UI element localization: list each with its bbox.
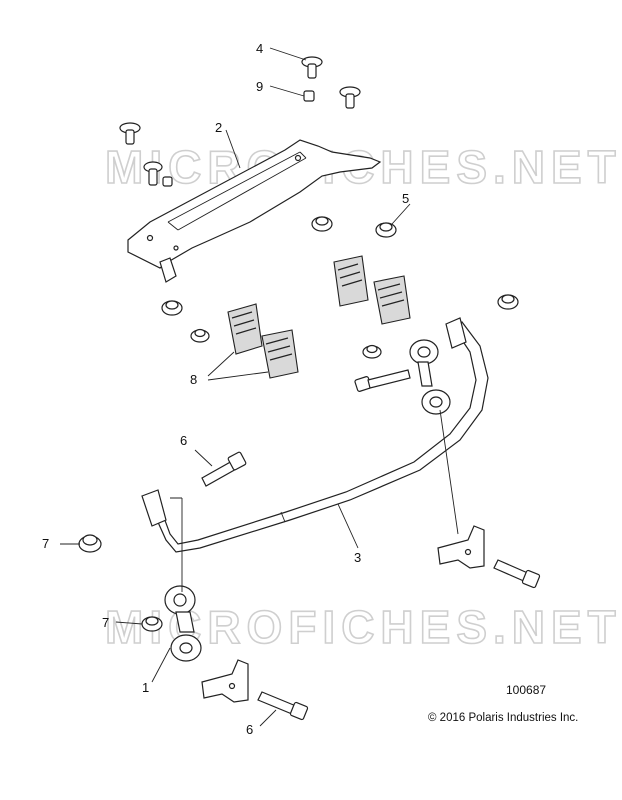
leader-lines <box>60 47 459 727</box>
flange-nut-left <box>161 300 183 316</box>
flange-nut-left-lower <box>190 328 210 343</box>
carriage-bolt-4 <box>301 56 323 79</box>
mounting-plate <box>127 139 382 283</box>
end-link-left <box>164 585 202 662</box>
callout-7-lower: 7 <box>102 615 109 630</box>
bolt-6-upper <box>201 451 247 487</box>
flange-nut-mid <box>362 344 382 359</box>
carriage-bolt-right <box>339 86 361 109</box>
drawing-number: 100687 <box>506 683 546 697</box>
carriage-bolt-left <box>119 122 141 145</box>
bracket-right <box>437 525 485 569</box>
callout-4: 4 <box>256 41 263 56</box>
callout-8: 8 <box>190 372 197 387</box>
bolt-6-lower <box>257 691 309 721</box>
small-nut-9 <box>303 90 315 102</box>
copyright-text: © 2016 Polaris Industries Inc. <box>428 712 578 724</box>
bolt-right-lower <box>493 559 541 589</box>
bushing-right <box>333 255 411 325</box>
bracket-left <box>201 659 249 703</box>
callout-6-upper: 6 <box>180 433 187 448</box>
callout-9: 9 <box>256 79 263 94</box>
stabilizer-bar <box>141 317 489 553</box>
small-nut-left <box>162 176 173 187</box>
callout-5: 5 <box>402 191 409 206</box>
flange-nut-7-upper <box>78 534 102 553</box>
bushing-left <box>227 303 299 379</box>
flange-nut-7-lower <box>141 616 163 632</box>
end-link-right <box>409 339 451 415</box>
callout-7-upper: 7 <box>42 536 49 551</box>
callout-3: 3 <box>354 550 361 565</box>
carriage-bolt-lower-left <box>143 161 163 186</box>
flange-nut-right <box>497 294 519 310</box>
flange-nut-upper-mid <box>311 216 333 232</box>
flange-nut-5 <box>375 222 397 238</box>
bolt-right-upper <box>354 369 411 392</box>
callout-6-lower: 6 <box>246 722 253 737</box>
callout-1: 1 <box>142 680 149 695</box>
callout-2: 2 <box>215 120 222 135</box>
